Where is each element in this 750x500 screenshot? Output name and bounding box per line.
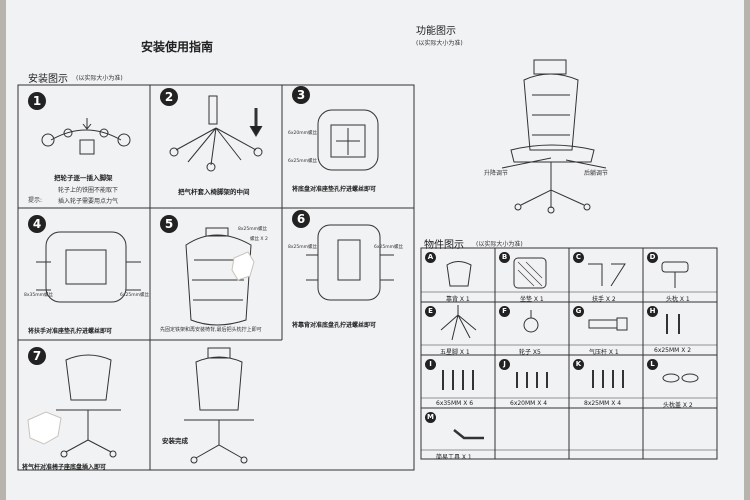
line-art-layer (17, 59, 718, 471)
step6-screw-label-b: 6x25mm螺丝 (374, 245, 404, 250)
tip-label: 提示: (28, 197, 43, 204)
step3-screw-label-b: 6x25mm螺丝 (288, 159, 318, 164)
step1-caption: 把轮子逐一插入脚架 (54, 174, 113, 182)
step6-screw-label-a: 8x25mm螺丝 (288, 245, 318, 250)
step6-seat-drawing (317, 224, 381, 301)
part-a-drawing (446, 261, 472, 287)
step1-base-drawing (50, 129, 122, 141)
step-number-3: 3 (292, 86, 310, 104)
part-m-letter: M (425, 412, 436, 423)
step5-backrest-drawing (185, 234, 252, 326)
torn-spot (27, 411, 62, 445)
step-number-4: 4 (28, 215, 46, 233)
part-k-label: 8x25MM X 4 (584, 400, 622, 407)
step4-seat-drawing (45, 231, 127, 303)
step5-screw-label-b: 螺丝 X 2 (250, 237, 268, 242)
part-k-drawing (592, 370, 624, 388)
step3-screw-label-a: 6x20mm螺丝 (288, 131, 318, 136)
step6-caption: 将靠背对准底盘孔拧进螺丝即可 (292, 322, 377, 329)
step3-seat-drawing (317, 109, 379, 171)
part-d-label: 头枕 X 1 (666, 296, 690, 303)
part-j-drawing (516, 372, 548, 388)
step4-caption: 将扶手对准座垫孔拧进螺丝即可 (28, 328, 113, 335)
part-i-letter: I (425, 359, 436, 370)
completed-chair-drawing (207, 347, 231, 359)
step5-screw-label-a: 8x25mm螺丝 (238, 227, 268, 232)
instruction-sheet: 安装使用指南 安装图示 (以实际大小为准) 功能图示 (以实际大小为准) 升降调… (6, 0, 744, 500)
features-title: 功能图示 (416, 26, 456, 37)
part-j-label: 6x20MM X 4 (510, 400, 548, 407)
part-a-letter: A (425, 252, 436, 263)
part-a-label: 靠背 X 1 (446, 296, 470, 303)
part-m-drawing (453, 429, 484, 440)
step-number-2: 2 (160, 88, 178, 106)
part-i-label: 6x35MM X 6 (436, 400, 474, 407)
part-g-label: 气压杆 X 1 (589, 349, 619, 356)
step-number-5: 5 (160, 215, 178, 233)
part-m-label: 简易工具 X 1 (436, 454, 472, 461)
part-j-letter: J (499, 359, 510, 370)
tilt-adjust-label: 后躺调节 (584, 170, 609, 177)
tip-1: 轮子上的铁圈不能取下 (58, 187, 119, 194)
completed-caption: 安装完成 (162, 437, 188, 445)
step7-chair-drawing (65, 354, 112, 401)
feature-chair-drawing (533, 59, 567, 75)
step-number-6: 6 (292, 210, 310, 228)
part-d-letter: D (647, 252, 658, 263)
step2-caption: 把气杆套入椅脚架的中间 (178, 188, 250, 196)
part-f-label: 轮子 X5 (519, 349, 541, 356)
part-b-letter: B (499, 252, 510, 263)
part-g-letter: G (573, 306, 584, 317)
part-h-label: 6x25MM X 2 (654, 347, 692, 354)
part-c-drawing (588, 263, 626, 287)
part-h-letter: H (647, 306, 658, 317)
lift-adjust-label: 升降调节 (484, 170, 509, 177)
part-f-drawing (523, 317, 539, 333)
step7-caption: 将气杆对准椅子座底盘插入即可 (22, 464, 107, 471)
tip-2: 插入轮子需要用点力气 (58, 198, 119, 205)
part-e-letter: E (425, 306, 436, 317)
part-d-drawing (661, 261, 689, 273)
part-i-drawing (442, 370, 474, 390)
part-h-drawing (666, 314, 680, 334)
torn-spot (231, 251, 255, 281)
part-l-letter: L (647, 359, 658, 370)
part-c-label: 扶手 X 2 (592, 296, 616, 303)
step3-caption: 将底盘对准座垫孔拧进螺丝即可 (292, 186, 377, 193)
part-l-label: 头枕盖 X 2 (663, 402, 693, 409)
part-e-drawing (440, 305, 477, 341)
part-b-label: 坐垫 X 1 (520, 296, 544, 303)
step2-gas-lift-drawing (208, 95, 218, 125)
step5-caption: 先固定铁架和再安装椅背,最后把头枕拧上即可 (160, 327, 262, 333)
step-number-7: 7 (28, 347, 46, 365)
parts-title: 物件图示 (424, 240, 464, 251)
install-grid-frame (17, 84, 415, 471)
part-e-label: 五星脚 X 1 (440, 349, 470, 356)
step4-screw-label-a: 8x35mm螺丝 (24, 293, 54, 298)
part-k-letter: K (573, 359, 584, 370)
part-g-drawing (588, 319, 618, 329)
step-number-1: 1 (28, 92, 46, 110)
part-l-drawing (662, 373, 680, 383)
features-note: (以实际大小为准) (416, 40, 463, 47)
install-section-note: (以实际大小为准) (76, 75, 123, 82)
step4-screw-label-b: 6x25mm螺丝 (120, 293, 150, 298)
part-f-letter: F (499, 306, 510, 317)
page-title: 安装使用指南 (141, 40, 214, 54)
part-c-letter: C (573, 252, 584, 263)
install-section-title: 安装图示 (28, 74, 68, 85)
parts-note: (以实际大小为准) (476, 241, 523, 248)
part-b-drawing (513, 257, 547, 289)
